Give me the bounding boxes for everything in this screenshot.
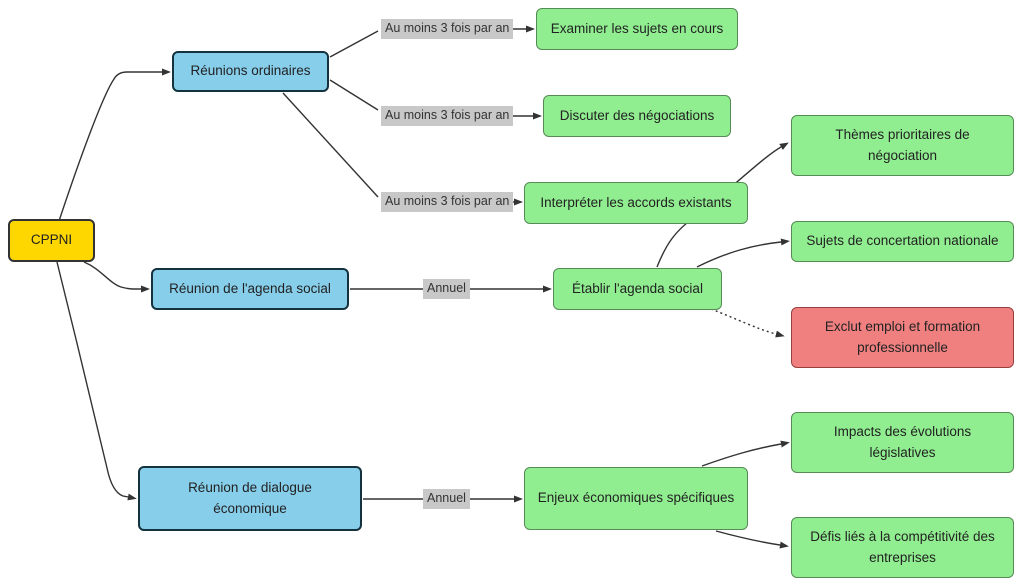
node-defis-competitivite: Défis liés à la compétitivité des entrep…	[791, 517, 1014, 578]
node-reunion-dialogue-economique: Réunion de dialogue économique	[138, 466, 362, 531]
node-examiner-sujets: Examiner les sujets en cours	[536, 8, 738, 50]
edge-cppni-reunion-agenda-social	[83, 261, 150, 293]
node-label: Impacts des évolutions législatives	[833, 423, 972, 460]
node-label: Interpréter les accords existants	[540, 194, 732, 210]
edge-enjeux-impacts	[701, 440, 790, 467]
node-discuter-negociations: Discuter des négociations	[543, 95, 731, 137]
node-label: Thèmes prioritaires de négociation	[835, 126, 970, 163]
node-label: Exclut emploi et formation professionnel…	[824, 318, 981, 355]
edge-cppni-reunions-ordinaires	[58, 68, 171, 222]
node-impacts-evolutions: Impacts des évolutions législatives	[791, 412, 1014, 473]
node-label: Sujets de concertation nationale	[806, 233, 999, 249]
node-label: Réunion de l'agenda social	[169, 280, 331, 296]
node-themes-prioritaires: Thèmes prioritaires de négociation	[791, 115, 1014, 176]
edge-label-frequency: Au moins 3 fois par an	[381, 192, 514, 212]
node-label: Établir l'agenda social	[572, 280, 703, 296]
edge-label-frequency: Au moins 3 fois par an	[381, 19, 514, 39]
node-reunion-agenda-social: Réunion de l'agenda social	[151, 268, 349, 310]
edge-label-frequency: Au moins 3 fois par an	[381, 106, 514, 126]
edge-cppni-reunion-dialogue-economique	[56, 261, 137, 501]
edge-etablir-exclut	[710, 308, 785, 338]
node-label: Défis liés à la compétitivité des entrep…	[810, 528, 995, 565]
edge-etablir-sujets	[696, 238, 790, 268]
node-label: Réunions ordinaires	[190, 63, 311, 79]
edge-enjeux-defis	[715, 530, 789, 549]
node-label: Réunion de dialogue économique	[188, 479, 312, 516]
node-exclut-emploi-formation: Exclut emploi et formation professionnel…	[791, 307, 1014, 368]
node-cppni: CPPNI	[8, 219, 95, 262]
node-label: Enjeux économiques spécifiques	[537, 490, 735, 506]
edge-label-annual: Annuel	[423, 279, 470, 299]
edge-label-annual: Annuel	[423, 489, 470, 509]
node-reunions-ordinaires: Réunions ordinaires	[172, 51, 329, 92]
node-interpreter-accords: Interpréter les accords existants	[524, 182, 748, 224]
node-label: Examiner les sujets en cours	[550, 20, 724, 36]
node-etablir-agenda-social: Établir l'agenda social	[553, 268, 722, 310]
node-label: Discuter des négociations	[559, 107, 715, 123]
node-sujets-concertation: Sujets de concertation nationale	[791, 221, 1014, 262]
node-enjeux-economiques: Enjeux économiques spécifiques	[524, 467, 748, 530]
node-label: CPPNI	[30, 232, 73, 248]
